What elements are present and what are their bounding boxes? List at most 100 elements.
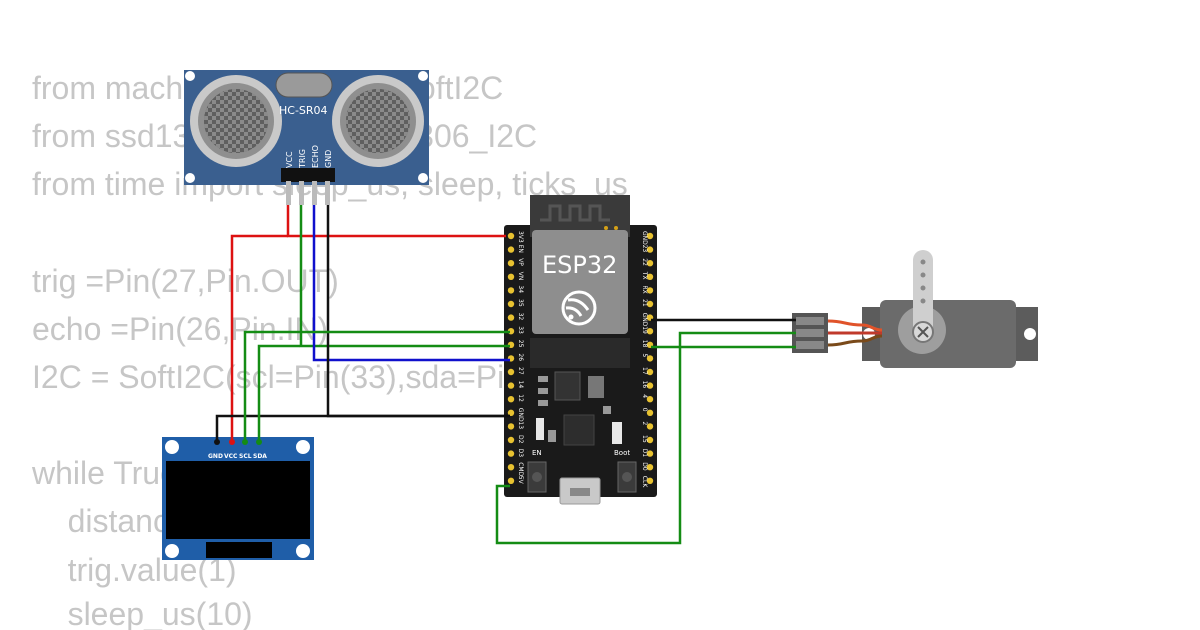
boot-button[interactable] [617,461,637,493]
esp32-pin-label: 4 [641,394,648,398]
esp32-pin[interactable] [507,396,515,403]
esp32-pin[interactable] [507,477,515,484]
esp32-pin-label: 15 [641,435,648,443]
servo-motor[interactable] [792,250,1038,368]
esp32-pin-label: 23 [641,245,648,253]
esp32-pin[interactable] [646,450,654,457]
wire-vcc-red[interactable] [286,205,506,238]
esp32-pin-label: 2 [641,421,648,425]
wire-vcc-red[interactable] [230,234,288,442]
sensor-pin-label: VCC [285,151,294,168]
esp32-pin[interactable] [646,464,654,471]
esp32-pin-label: 12 [517,394,524,402]
esp32-pin[interactable] [507,450,515,457]
oled-pin-label: GND [208,453,223,460]
esp32-pin-label: 13 [517,421,524,429]
esp32-pin[interactable] [507,287,515,294]
esp32-board[interactable]: ESP32 EN Boot [504,195,657,505]
esp32-pin[interactable] [646,273,654,280]
esp32-pin[interactable] [507,246,515,253]
transducer-left-icon [190,75,282,167]
esp32-pin[interactable] [507,423,515,430]
esp32-pin-label: 3V3 [517,231,524,243]
sensor-pin-label: TRIG [298,149,307,169]
esp32-pin[interactable] [507,300,515,308]
wire-gnd-black[interactable] [215,414,510,442]
code-line: distance [32,503,187,539]
oled-pin-label: VCC [224,453,238,460]
wire-scl-green[interactable] [243,330,510,442]
esp32-pin[interactable] [646,423,654,430]
sensor-pin-header [281,168,335,182]
esp32-pin-label: VN [517,272,524,281]
esp32-pin[interactable] [646,246,654,253]
sensor-label: HC-SR04 [279,104,328,117]
esp32-pin-label: CLK [641,476,648,489]
esp32-pin[interactable] [507,464,515,471]
esp32-pin-label: 14 [517,381,524,389]
esp32-pin[interactable] [507,232,515,240]
esp32-pin[interactable] [646,368,654,376]
esp32-pin-label: 25 [517,340,524,348]
esp32-pin-label: D2 [517,435,524,444]
usb-chip [563,414,595,446]
esp32-pin-label: 34 [517,285,524,293]
esp32-pin-label: 27 [517,367,524,375]
code-editor-text: from machine import Pin, SoftI2C from ss… [31,70,628,630]
esp32-pin[interactable] [646,409,654,416]
esp32-pin-label: GND [641,231,648,245]
oled-pin-label: SCL [239,453,252,460]
esp32-pin[interactable] [646,355,654,362]
esp32-pin[interactable] [507,260,515,267]
esp32-pin[interactable] [646,477,654,484]
espressif-logo-icon [561,290,597,326]
esp32-pin[interactable] [507,436,515,444]
code-line: trig =Pin(27,Pin.OUT) [32,263,339,299]
esp32-pin-label: 18 [641,340,648,348]
esp32-pin-label: EN [517,245,524,253]
sensor-crystal [275,72,333,98]
esp32-pin[interactable] [646,436,654,444]
esp32-pin[interactable] [646,328,654,335]
esp32-pin-label: 5V [517,476,524,485]
esp32-pin[interactable] [507,409,515,416]
wire-trig-green[interactable] [299,205,510,348]
esp32-pin-label: RX [641,285,648,293]
wire-sda-green[interactable] [257,344,300,442]
oled-screen [166,461,310,539]
esp32-pin-label: 0 [641,408,648,412]
en-button[interactable] [527,461,547,493]
esp32-pin[interactable] [507,314,515,321]
esp32-pin[interactable] [507,273,515,280]
esp32-pin[interactable] [646,287,654,294]
esp32-pin[interactable] [646,396,654,403]
transducer-right-icon [332,75,424,167]
sensor-pin-label: ECHO [311,145,320,168]
esp32-pin-label: 22 [641,258,648,266]
esp32-pin[interactable] [646,382,654,389]
wire-echo-blue[interactable] [312,205,510,362]
wire-servo-vcc-green[interactable] [495,331,796,545]
oled-display[interactable]: GND VCC SCL SDA [162,437,314,560]
esp32-pin[interactable] [646,260,654,267]
wire-endpoints [214,439,262,445]
esp32-pin-label: CMD [517,462,524,476]
esp32-pin-label: 17 [641,367,648,375]
code-line: echo =Pin(26,Pin.IN) [32,311,328,347]
wires [215,205,796,545]
esp32-pin[interactable] [646,232,654,240]
esp32-pin-label: 19 [641,326,648,334]
hc-sr04-sensor[interactable]: HC-SR04 VCC TRIG ECHO GND [184,70,429,205]
servo-horn[interactable] [913,250,933,340]
esp32-pin[interactable] [507,382,515,389]
esp32-pin-label: 33 [517,326,524,334]
esp32-pin-label: D0 [641,462,648,471]
esp32-module-shield [532,230,628,334]
esp32-label: ESP32 [542,251,617,279]
esp32-pin[interactable] [507,368,515,376]
esp32-pin-label: VP [517,258,524,266]
code-line: sleep_us(10) [32,596,253,630]
esp32-pin[interactable] [646,300,654,308]
